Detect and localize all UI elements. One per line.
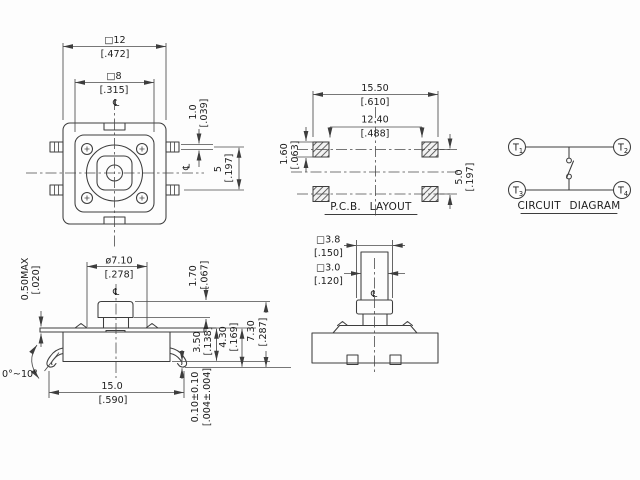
- dim-seated-height-mm: 4.30: [218, 326, 229, 347]
- circuit-diagram-view: T1 T2 T3 T4 CIRCUIT DIAGRAM: [507, 137, 632, 215]
- dim-coplanarity-mm: 0.10±0.10: [190, 372, 201, 423]
- terminal-bottom-right: [165, 184, 180, 196]
- centerline-symbol: ℄: [112, 98, 120, 109]
- dim-body-height-mm: 3.50: [192, 331, 203, 352]
- dim-total-height-mm: 7.30: [246, 320, 257, 341]
- pcb-layout-view: 15.50 [.610] 12.40 [.488] 1.60 [.063] 5.…: [279, 83, 476, 217]
- dim-button-dia: ø7.10 [.278]: [86, 256, 148, 327]
- top-view: ℄ □12 [.472] □8 [.315] ℄ 1.0 [.039]: [26, 35, 244, 247]
- dim-body-height: 3.50 [.138]: [192, 327, 219, 361]
- dim-row-pitch: 5.0 [.197]: [440, 134, 476, 209]
- dim-pad-inner-inch: [.488]: [361, 129, 390, 140]
- front-view-body: [39, 300, 217, 368]
- dim-pad-span-inch: [.610]: [361, 97, 390, 108]
- centerline-symbol: ℄: [182, 163, 193, 171]
- centerline-symbol: ℄: [370, 289, 378, 300]
- terminal-top-left: [49, 141, 64, 153]
- dim-pad-inner-mm: 12.40: [361, 115, 388, 126]
- dim-pad-width-mm: 1.60: [279, 143, 290, 164]
- dim-terminal-thickness: 1.0 [.039]: [181, 99, 213, 167]
- dim-plate-height-mm: 0.50MAX: [20, 257, 31, 300]
- dim-button-dia-inch: [.278]: [105, 270, 134, 281]
- dim-inner-square: □8 [.315]: [74, 71, 155, 132]
- dim-stem-inner-inch: [.120]: [314, 276, 343, 287]
- dim-coplanarity: 0.10±0.10 [.004±.004]: [179, 350, 213, 426]
- dim-stem-outer: □3.8 [.150]: [314, 235, 405, 298]
- pcb-layout-label: P.C.B. LAYOUT: [330, 201, 412, 213]
- dim-pad-width-inch: [.063]: [290, 141, 301, 170]
- dim-body-height-inch: [.138]: [203, 327, 214, 356]
- dim-seated-height-inch: [.169]: [229, 323, 240, 352]
- dim-button-height: 1.70 [.067]: [188, 261, 211, 332]
- side-view: ℄ □3.8 [.150] □3.0 [.120]: [311, 235, 439, 372]
- dim-base-width: 15.0 [.590]: [48, 371, 185, 406]
- dim-pad-span: 15.50 [.610]: [312, 83, 439, 137]
- dim-lead-angle: 0°~10°: [2, 344, 60, 380]
- dim-row-pitch-mm: 5.0: [454, 169, 465, 184]
- dim-terminal-thickness-mm: 1.0: [188, 104, 199, 119]
- dim-terminal-thickness-inch: [.039]: [199, 99, 210, 128]
- switch-contact: [565, 146, 575, 191]
- dim-row-pitch-inch: [.197]: [465, 163, 476, 192]
- dim-plate-height: 0.50MAX [.020]: [20, 257, 44, 347]
- terminal-t4-label: T4: [617, 186, 628, 199]
- front-view: ø7.10 [.278] ℄ 0.50MAX [.020] 1.70 [.067…: [2, 256, 291, 426]
- terminal-top-right: [165, 141, 180, 153]
- dim-stem-outer-mm: □3.8: [316, 235, 340, 246]
- dim-terminal-pitch-inch: [.197]: [224, 154, 235, 183]
- terminal-t3-label: T3: [512, 186, 523, 199]
- circuit-diagram-label: CIRCUIT DIAGRAM: [517, 200, 620, 212]
- dim-pad-width: 1.60 [.063]: [279, 127, 314, 172]
- dim-lead-angle-value: 0°~10°: [2, 369, 38, 380]
- dim-terminal-pitch-mm: 5: [213, 166, 224, 172]
- dim-pad-span-mm: 15.50: [361, 83, 388, 94]
- dim-total-height: 7.30 [.287]: [246, 302, 269, 367]
- dim-coplanarity-inch: [.004±.004]: [202, 368, 213, 426]
- dim-base-width-mm: 15.0: [101, 381, 122, 392]
- dim-outer-square-mm: □12: [104, 35, 125, 46]
- terminal-t1-label: T1: [512, 143, 523, 156]
- dim-terminal-pitch: 5 [.197]: [184, 146, 244, 191]
- dim-stem-outer-inch: [.150]: [314, 248, 343, 259]
- terminal-t2-label: T2: [617, 143, 628, 156]
- side-view-body: [311, 251, 439, 366]
- dim-stem-inner-mm: □3.0: [316, 263, 340, 274]
- dim-inner-square-mm: □8: [106, 71, 121, 82]
- centerline-symbol: ℄: [112, 287, 120, 298]
- dim-pad-inner: 12.40 [.488]: [327, 115, 425, 140]
- dim-button-height-mm: 1.70: [188, 265, 199, 286]
- lead-right: [169, 347, 188, 368]
- dim-outer-square-inch: [.472]: [101, 49, 130, 60]
- terminal-bottom-left: [49, 184, 64, 196]
- dim-stem-inner: □3.0 [.120]: [314, 263, 405, 287]
- dim-seated-height: 4.30 [.169]: [218, 323, 245, 367]
- dim-plate-height-inch: [.020]: [31, 266, 42, 295]
- dim-inner-square-inch: [.315]: [100, 85, 129, 96]
- dim-total-height-inch: [.287]: [258, 318, 269, 347]
- dim-outer-square: □12 [.472]: [62, 35, 167, 120]
- dim-base-width-inch: [.590]: [99, 395, 128, 406]
- dim-button-height-inch: [.067]: [200, 261, 211, 290]
- dim-button-dia-mm: ø7.10: [105, 256, 132, 267]
